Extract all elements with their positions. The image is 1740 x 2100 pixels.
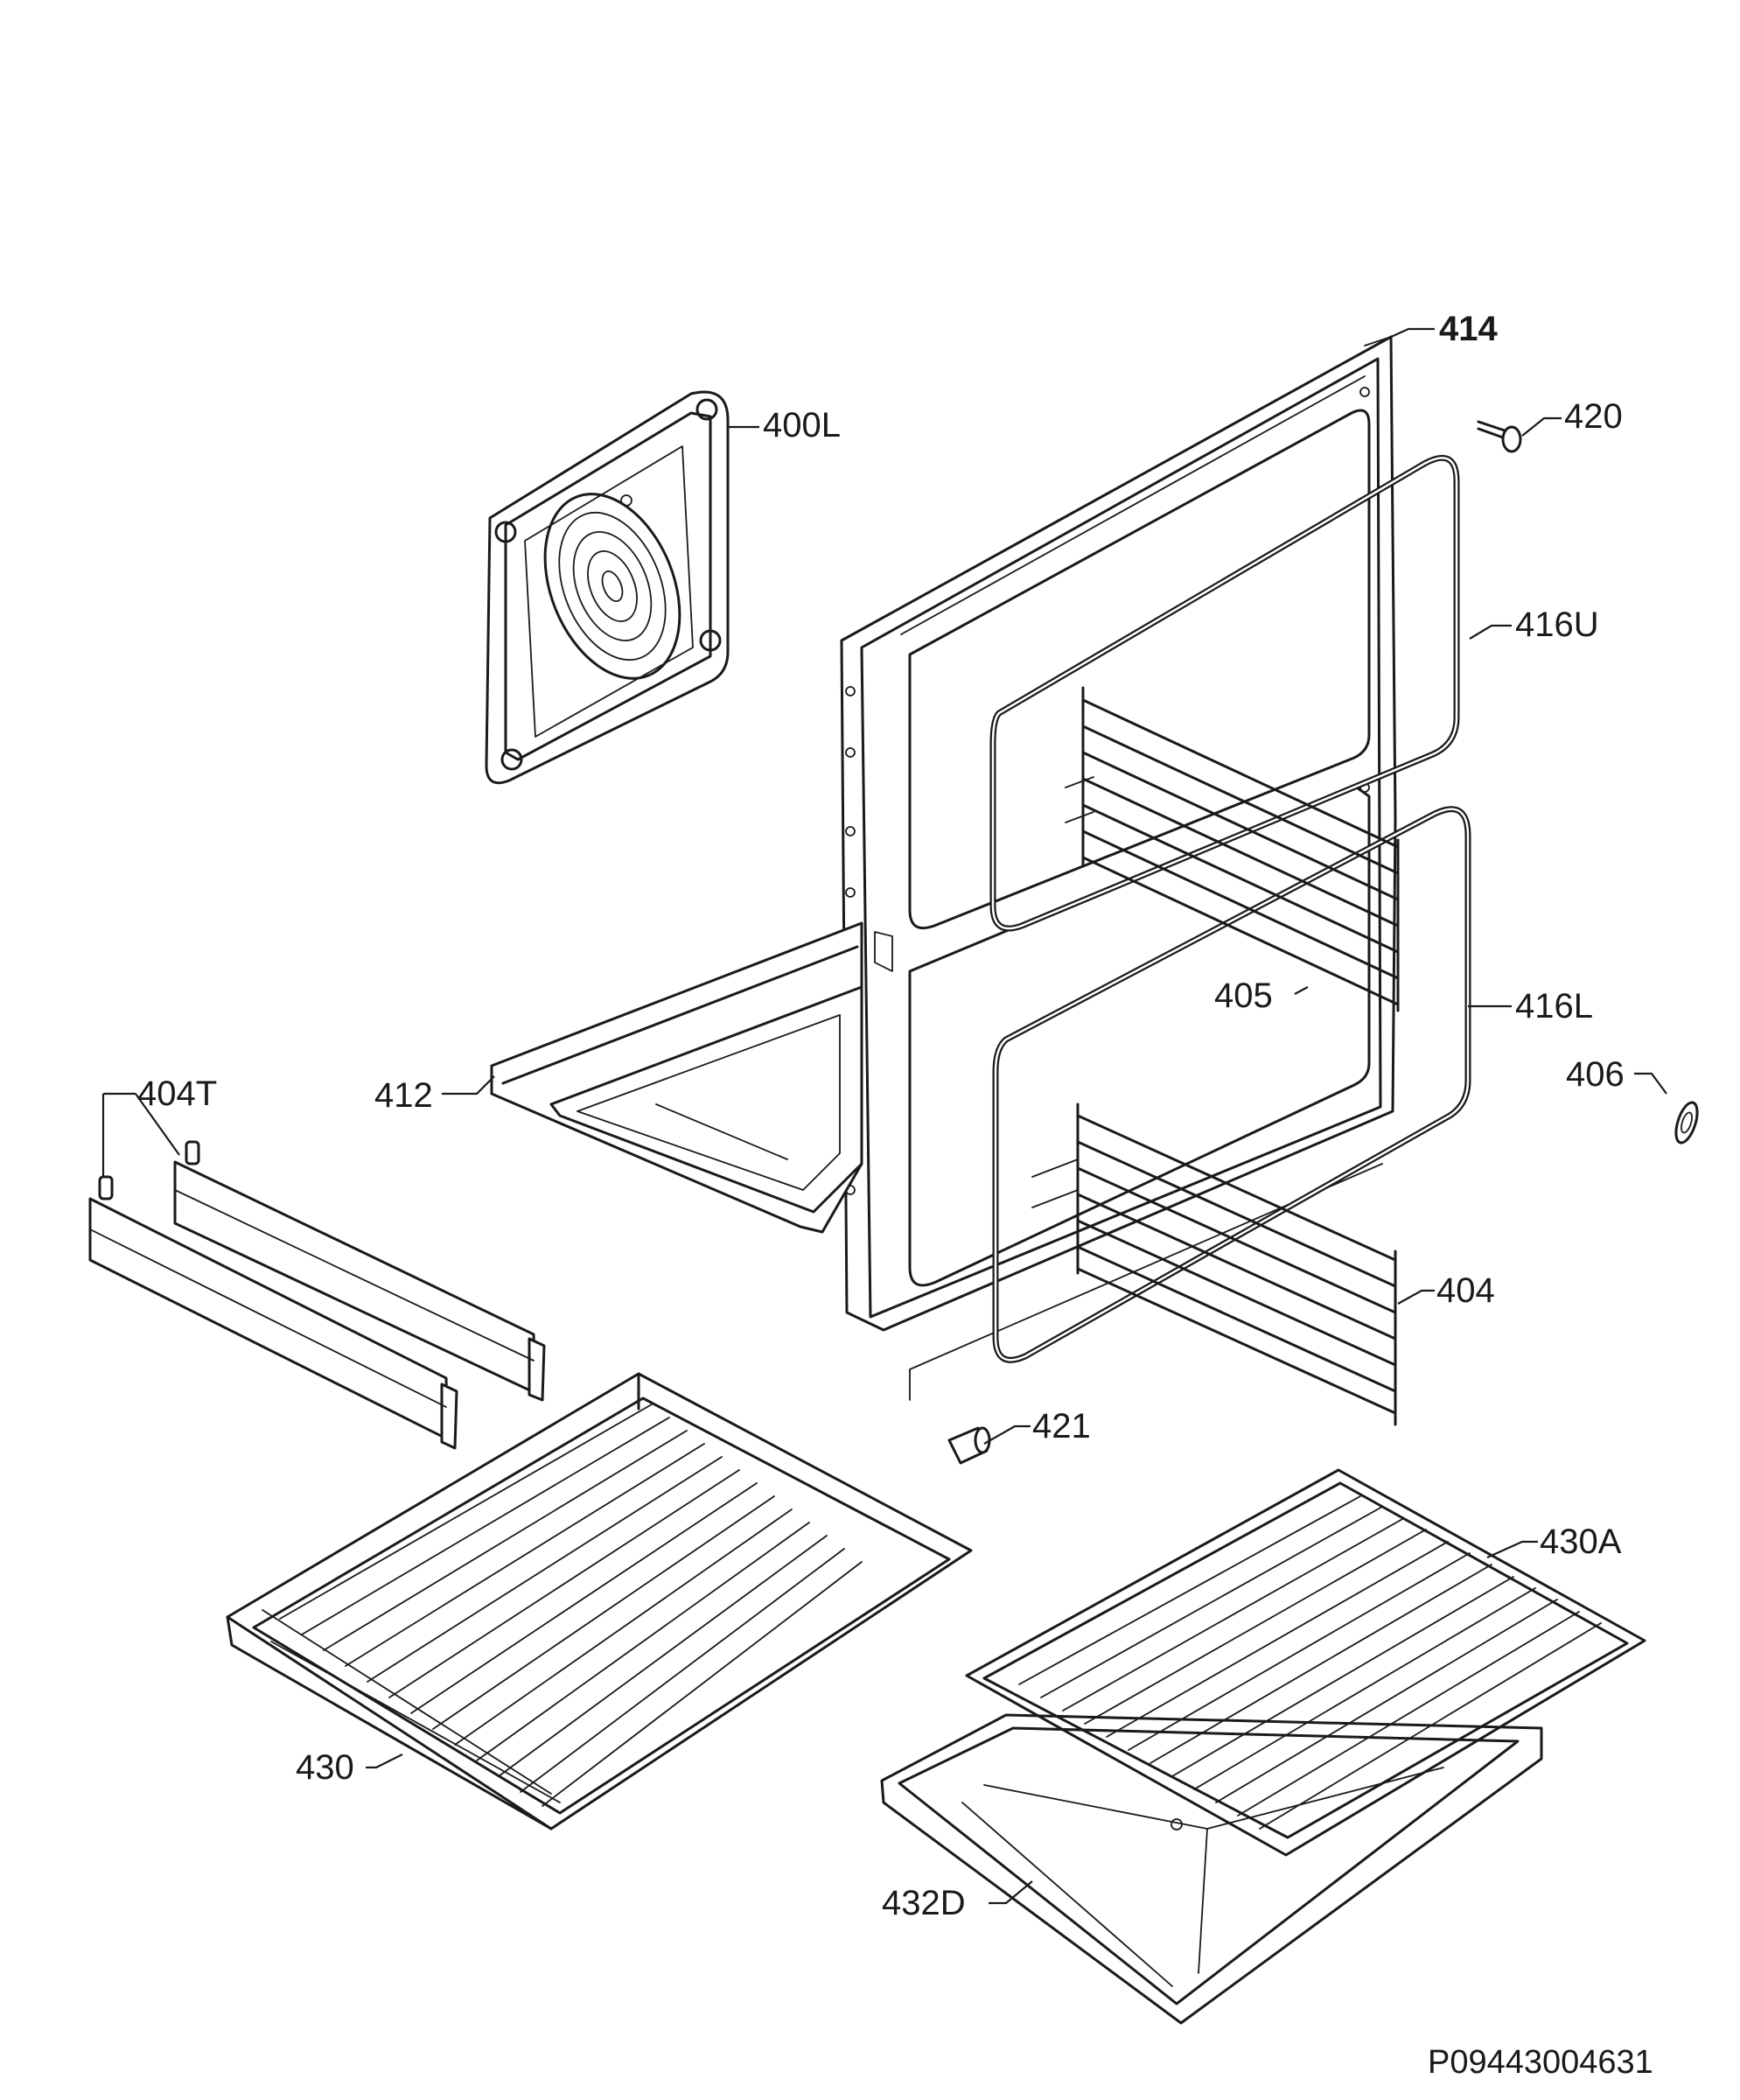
- part-416L-lower-gasket: [992, 806, 1471, 1363]
- part-406-clip: [1674, 1101, 1699, 1144]
- callout-416U: 416U: [1515, 606, 1599, 644]
- part-421-fitting: [947, 1426, 991, 1465]
- callout-406: 406: [1566, 1055, 1625, 1094]
- part-420-screw: [1477, 420, 1522, 453]
- part-412-bottom-frame: [490, 921, 863, 1234]
- callout-430A: 430A: [1540, 1522, 1622, 1561]
- leader-lines: [101, 327, 1667, 1905]
- callout-405: 405: [1214, 976, 1273, 1015]
- callout-404T: 404T: [137, 1074, 218, 1113]
- part-404T-telescopic-runners: [88, 1140, 546, 1450]
- part-430A-wire-rack: [965, 1468, 1646, 1857]
- part-405-upper-shelf-runner: [1065, 686, 1400, 1012]
- callout-414: 414: [1439, 310, 1498, 348]
- callout-432D: 432D: [882, 1884, 966, 1922]
- callout-416L: 416L: [1515, 987, 1593, 1026]
- part-430-wire-shelf: [226, 1372, 973, 1830]
- drawing-code: P09443004631: [1428, 2044, 1653, 2081]
- part-404-lower-shelf-runner: [1031, 1102, 1397, 1426]
- part-414-side-panel: [840, 335, 1397, 1401]
- callout-412: 412: [374, 1076, 433, 1115]
- callout-400L: 400L: [763, 406, 841, 444]
- callout-421: 421: [1032, 1407, 1091, 1446]
- part-400L-fan-cover: [485, 390, 730, 785]
- part-432D-baking-tray: [880, 1713, 1543, 2025]
- callout-420: 420: [1564, 397, 1623, 436]
- callout-404: 404: [1436, 1271, 1495, 1310]
- part-416U-upper-gasket: [989, 454, 1460, 932]
- callout-430: 430: [296, 1748, 354, 1787]
